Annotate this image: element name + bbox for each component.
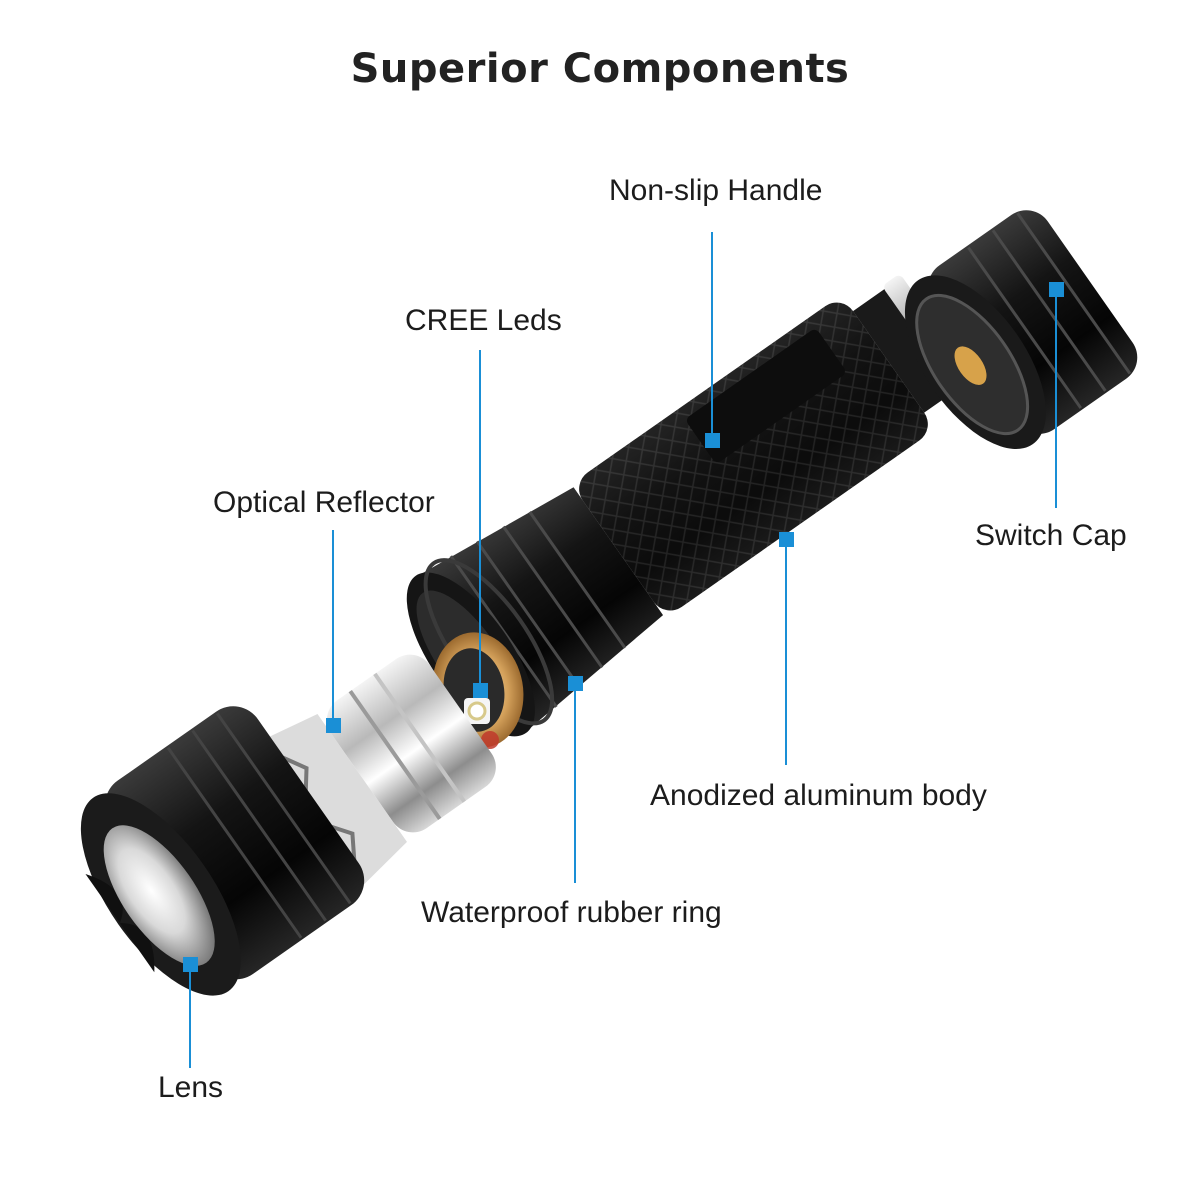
marker-anodized-body [779,532,794,547]
callout-non-slip-handle: Non-slip Handle [609,174,823,207]
callout-switch-cap: Switch Cap [975,519,1127,552]
switch-cap [904,210,1138,449]
bezel-head [80,706,365,996]
marker-non-slip-handle [705,433,720,448]
marker-switch-cap [1049,282,1064,297]
marker-cree-leds [473,683,488,698]
callout-cree-leds: CREE Leds [405,304,562,337]
callout-lens: Lens [158,1071,224,1104]
callout-optical-reflector: Optical Reflector [213,486,435,519]
marker-waterproof-ring [568,676,583,691]
callout-waterproof-ring: Waterproof rubber ring [421,896,722,929]
optical-reflector [252,654,496,892]
callout-anodized-body: Anodized aluminum body [650,779,987,812]
callout-lines [183,232,1064,1068]
marker-optical-reflector [326,718,341,733]
marker-lens [183,957,198,972]
page-title: Superior Components [350,46,850,92]
